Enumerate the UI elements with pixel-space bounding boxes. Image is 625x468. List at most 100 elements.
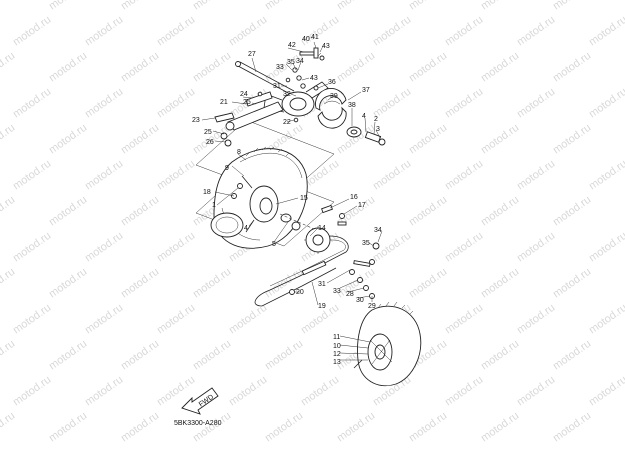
watermark-text: motod.ru <box>587 374 625 409</box>
watermark-text: motod.ru <box>47 122 89 157</box>
watermark-text: motod.ru <box>191 50 233 85</box>
watermark-text: motod.ru <box>263 0 305 12</box>
watermark-text: motod.ru <box>407 0 449 12</box>
watermark-text: motod.ru <box>0 194 17 229</box>
callout-33: 33 <box>276 64 284 71</box>
watermark-text: motod.ru <box>443 14 485 49</box>
watermark-text: motod.ru <box>83 230 125 265</box>
watermark-text: motod.ru <box>119 338 161 373</box>
watermark-text: motod.ru <box>47 50 89 85</box>
callout-30: 30 <box>356 297 364 304</box>
callout-20: 20 <box>296 289 304 296</box>
watermark-text: motod.ru <box>263 410 305 445</box>
watermark-text: motod.ru <box>0 266 17 301</box>
callout-11: 11 <box>333 334 340 341</box>
watermark-text: motod.ru <box>515 230 557 265</box>
watermark-text: motod.ru <box>551 50 593 85</box>
callout-36: 36 <box>328 79 336 86</box>
watermark-text: motod.ru <box>479 122 521 157</box>
watermark-text: motod.ru <box>83 158 125 193</box>
callout-26: 26 <box>206 139 214 146</box>
callout-4-right: 4 <box>362 113 366 120</box>
hub-bearings <box>346 126 386 146</box>
callout-35: 35 <box>362 240 370 247</box>
callout-23: 23 <box>192 117 200 124</box>
callout-1: 1 <box>212 202 216 209</box>
watermark-text: motod.ru <box>407 50 449 85</box>
watermark-text: motod.ru <box>551 410 593 445</box>
watermark-text: motod.ru <box>587 158 625 193</box>
watermark-text: motod.ru <box>551 122 593 157</box>
watermark-text: motod.ru <box>479 266 521 301</box>
watermark-text: motod.ru <box>0 410 17 445</box>
watermark-text: motod.ru <box>479 410 521 445</box>
watermark-text: motod.ru <box>47 266 89 301</box>
watermark-text: motod.ru <box>551 266 593 301</box>
callout-24: 24 <box>240 91 248 98</box>
callout-43-top: 43 <box>322 43 330 50</box>
watermark-text: motod.ru <box>371 14 413 49</box>
watermark-text: motod.ru <box>299 14 341 49</box>
watermark-text: motod.ru <box>407 122 449 157</box>
callout-22: 22 <box>283 119 291 126</box>
callout-37: 37 <box>362 87 370 94</box>
watermark-text: motod.ru <box>83 14 125 49</box>
watermark-text: motod.ru <box>119 266 161 301</box>
watermark-text: motod.ru <box>479 338 521 373</box>
watermark-text: motod.ru <box>191 0 233 12</box>
watermark-text: motod.ru <box>227 14 269 49</box>
callout-18: 18 <box>203 189 211 196</box>
watermark-text: motod.ru <box>11 86 53 121</box>
callout-38: 38 <box>348 102 356 109</box>
watermark-text: motod.ru <box>191 266 233 301</box>
watermark-text: motod.ru <box>11 14 53 49</box>
watermark-text: motod.ru <box>587 14 625 49</box>
watermark-text: motod.ru <box>155 158 197 193</box>
watermark-text: motod.ru <box>263 338 305 373</box>
wheel-hub <box>231 175 279 233</box>
watermark-text: motod.ru <box>587 230 625 265</box>
watermark-text: motod.ru <box>119 50 161 85</box>
watermark-text: motod.ru <box>443 230 485 265</box>
callout-25: 25 <box>243 99 251 106</box>
watermark-text: motod.ru <box>299 374 341 409</box>
watermark-text: motod.ru <box>47 338 89 373</box>
watermark-text: motod.ru <box>191 410 233 445</box>
watermark-text: motod.ru <box>227 302 269 337</box>
callout-12: 12 <box>333 351 341 358</box>
watermark-text: motod.ru <box>0 338 17 373</box>
callout-34: 34 <box>374 227 382 234</box>
watermark-text: motod.ru <box>155 230 197 265</box>
watermark-text: motod.ru <box>155 86 197 121</box>
watermark-text: motod.ru <box>551 0 593 12</box>
watermark-text: motod.ru <box>515 158 557 193</box>
watermark-text: motod.ru <box>47 194 89 229</box>
bolts-top <box>257 47 325 123</box>
watermark-text: motod.ru <box>515 86 557 121</box>
watermark-text: motod.ru <box>515 14 557 49</box>
watermark-text: motod.ru <box>0 50 17 85</box>
watermark-text: motod.ru <box>119 194 161 229</box>
callout-28: 28 <box>346 291 354 298</box>
callout-31-lower: 31 <box>318 281 326 288</box>
chain-adjusters <box>289 204 380 299</box>
watermark-text: motod.ru <box>551 194 593 229</box>
watermark-text: motod.ru <box>443 86 485 121</box>
watermark-text: motod.ru <box>587 86 625 121</box>
callout-3: 3 <box>376 126 380 133</box>
watermark-text: motod.ru <box>371 158 413 193</box>
callout-40: 40 <box>302 36 310 43</box>
watermark-text: motod.ru <box>119 0 161 12</box>
callout-34-top: 34 <box>296 58 304 65</box>
callout-43: 43 <box>310 75 318 82</box>
callout-19: 19 <box>318 303 326 310</box>
watermark-text: motod.ru <box>83 86 125 121</box>
watermark-text: motod.ru <box>479 194 521 229</box>
rear-wheel-assembled <box>353 301 422 387</box>
watermark-text: motod.ru <box>587 302 625 337</box>
callout-16: 16 <box>350 194 358 201</box>
watermark-text: motod.ru <box>155 302 197 337</box>
callout-4: 4 <box>244 225 248 232</box>
callout-39: 39 <box>330 93 338 100</box>
